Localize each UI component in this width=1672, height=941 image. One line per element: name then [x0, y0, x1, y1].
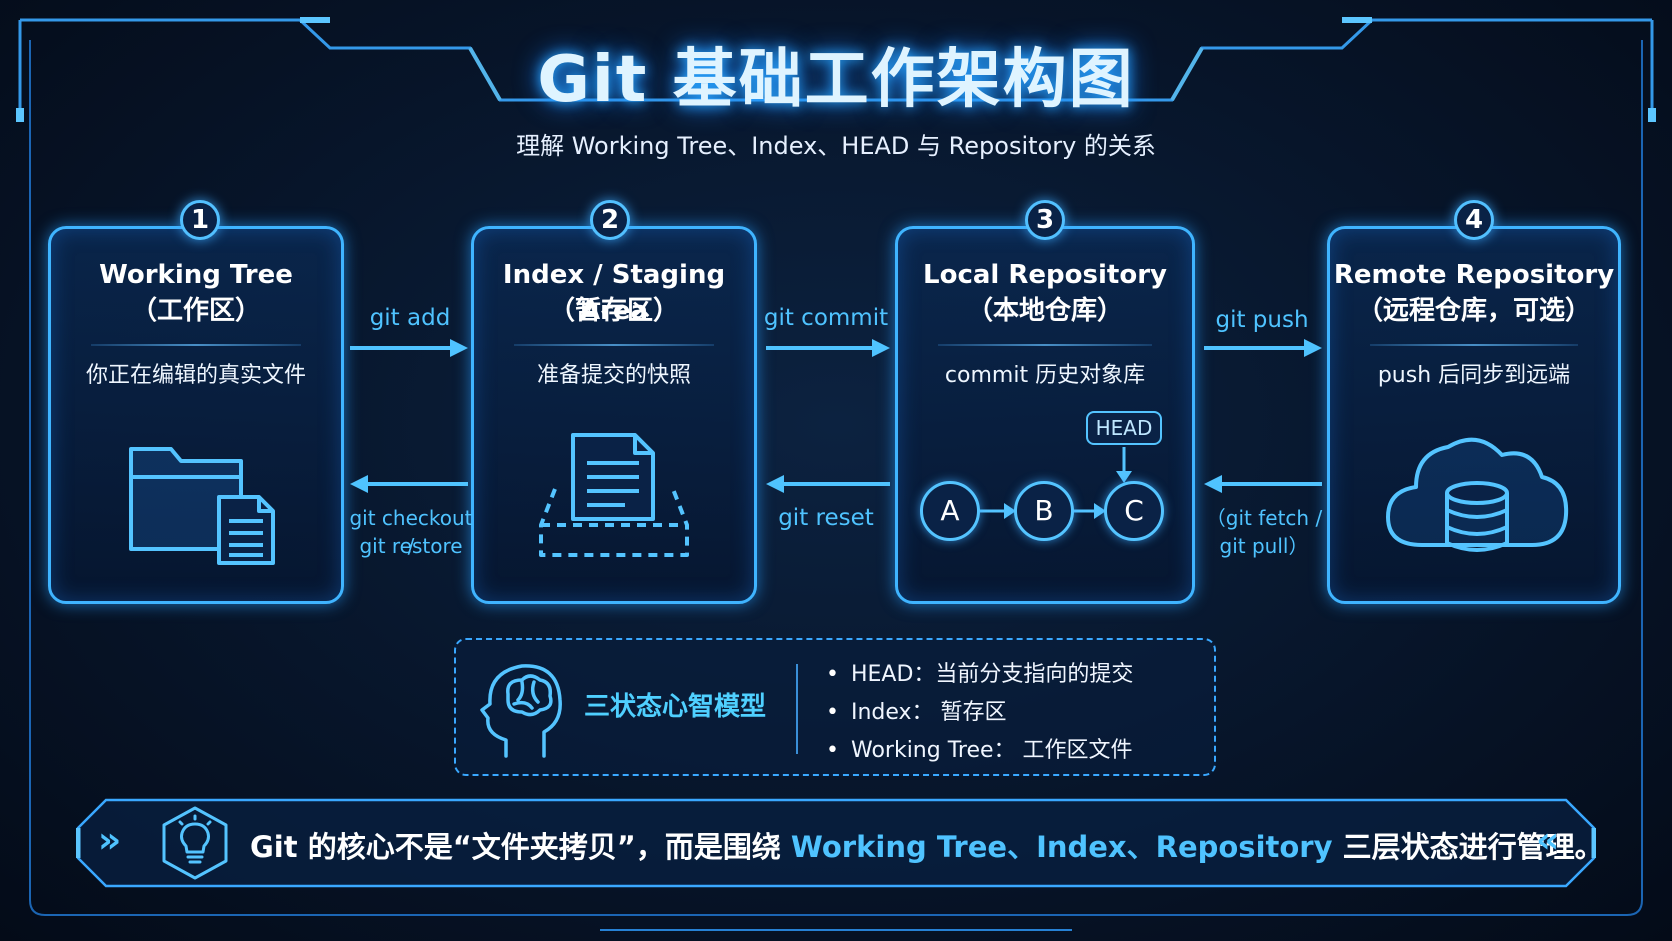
- chevron-left-icon: «: [1536, 820, 1560, 861]
- stage-title-cn: （暂存区）: [548, 296, 679, 326]
- arrow-left: [766, 475, 890, 493]
- model-list: HEAD：当前分支指向的提交 Index： 暂存区 Working Tree： …: [826, 656, 1133, 770]
- arrow-label-git-commit: git commit: [763, 305, 889, 331]
- stage-card-working-tree: Working Tree （工作区） 你正在编辑的真实文件: [48, 226, 344, 604]
- model-title: 三状态心智模型: [584, 692, 767, 722]
- arrow-label-git-checkout: git checkout /: [349, 506, 473, 558]
- arrow-left: [1204, 475, 1322, 493]
- stage-number-badge: 2: [590, 200, 630, 240]
- arrow-label-git-pull: git pull）: [1219, 534, 1309, 558]
- card-divider: [91, 344, 301, 346]
- stage-title-cn: （远程仓库，可选）: [1356, 296, 1591, 326]
- stage-title: Local Repository: [923, 260, 1167, 290]
- arrow-label-git-fetch: （git fetch /: [1205, 506, 1323, 530]
- list-item: Working Tree： 工作区文件: [826, 732, 1133, 770]
- list-item: HEAD：当前分支指向的提交: [826, 656, 1133, 694]
- banner-highlight: Working Tree、Index、Repository: [790, 830, 1333, 864]
- stage-title: Working Tree: [99, 260, 293, 290]
- arrow-right: [766, 339, 890, 357]
- arrow-label-git-restore: git restore: [359, 534, 463, 558]
- stage-card-index: Index / Staging Area （暂存区） 准备提交的快照: [471, 226, 757, 604]
- stage-title: Remote Repository: [1333, 260, 1615, 290]
- banner-text-after: 三层状态进行管理。: [1332, 830, 1604, 864]
- commit-arrows: [980, 447, 1132, 519]
- arrow-label-git-push: git push: [1215, 307, 1309, 333]
- document-tray-icon: [539, 433, 689, 557]
- folder-document-icon: [129, 447, 275, 565]
- arrow-right: [1204, 339, 1322, 357]
- chevron-right-icon: »: [98, 820, 122, 861]
- stage-card-remote-repository: Remote Repository （远程仓库，可选） push 后同步到远端: [1327, 226, 1621, 604]
- commit-node: C: [1104, 481, 1164, 541]
- commit-node: A: [920, 481, 980, 541]
- head-label: HEAD: [1086, 411, 1162, 445]
- stage-number-badge: 4: [1454, 200, 1494, 240]
- arrow-label-git-add: git add: [369, 305, 451, 331]
- banner-frame: [76, 798, 1596, 888]
- summary-banner: » Git 的核心不是“文件夹拷贝”，而是围绕 Working Tree、Ind…: [76, 798, 1604, 888]
- stage-title: Index / Staging Area: [502, 260, 726, 326]
- arrow-left: [350, 475, 468, 493]
- lightbulb-icon: [162, 806, 228, 880]
- arrow-right: [350, 339, 468, 357]
- list-item: Index： 暂存区: [826, 694, 1133, 732]
- arrow-label-git-reset: git reset: [778, 505, 874, 531]
- stage-title-cn: （工作区）: [130, 296, 261, 326]
- commit-graph-icon: HEAD A B C: [918, 411, 1178, 561]
- card-divider: [1370, 344, 1578, 346]
- banner-text-before: Git 的核心不是“文件夹拷贝”，而是围绕: [250, 830, 791, 864]
- stage-number-badge: 1: [180, 200, 220, 240]
- card-divider: [514, 344, 714, 346]
- stage-title-cn: （本地仓库）: [966, 296, 1123, 326]
- page-title: Git 基础工作架构图: [537, 43, 1135, 117]
- stage-desc: 准备提交的快照: [536, 363, 691, 388]
- commit-node: B: [1014, 481, 1074, 541]
- brain-head-icon: [480, 664, 562, 758]
- stage-desc: push 后同步到远端: [1377, 363, 1571, 388]
- stage-desc: 你正在编辑的真实文件: [85, 363, 306, 388]
- cloud-database-icon: [1386, 437, 1569, 552]
- stage-card-local-repository: Local Repository （本地仓库） commit 历史对象库 HEA…: [895, 226, 1195, 604]
- stage-number-badge: 3: [1025, 200, 1065, 240]
- page-subtitle: 理解 Working Tree、Index、HEAD 与 Repository …: [516, 132, 1156, 160]
- card-divider: [938, 344, 1152, 346]
- banner-text: Git 的核心不是“文件夹拷贝”，而是围绕 Working Tree、Index…: [250, 824, 1604, 866]
- mental-model-box: 三状态心智模型 HEAD：当前分支指向的提交 Index： 暂存区 Workin…: [454, 638, 1216, 776]
- model-separator: [796, 664, 798, 754]
- stage-desc: commit 历史对象库: [944, 363, 1146, 388]
